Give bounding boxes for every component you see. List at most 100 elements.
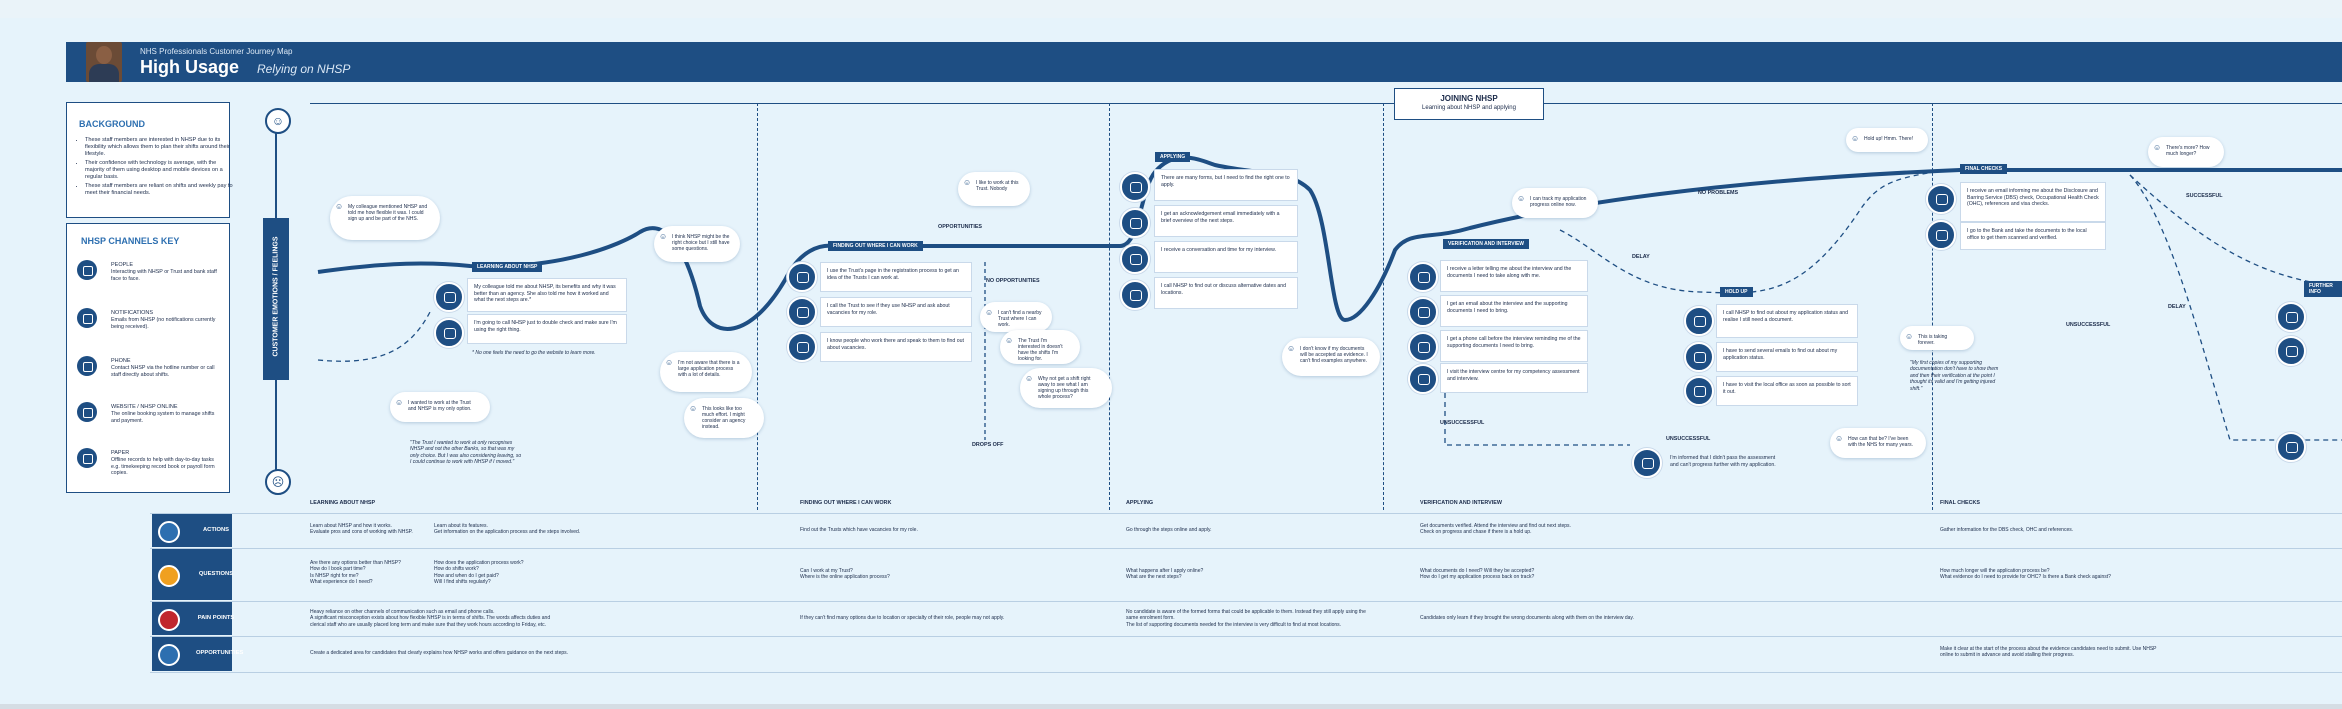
- emotion-cloud: I can't find a nearby Trust where I can …: [980, 302, 1052, 332]
- table-cell: No candidate is aware of the formed form…: [1126, 609, 1366, 628]
- header-title: High Usage: [140, 57, 240, 77]
- touchpoint-card: I receive an email informing me about th…: [1960, 182, 2106, 222]
- header-subtitle: NHS Professionals Customer Journey Map: [140, 47, 293, 56]
- label-unsuccessful: UNSUCCESSFUL: [1666, 436, 1711, 442]
- touchpoint-card: I use the Trust's page in the registrati…: [820, 262, 972, 292]
- joining-title: JOINING NHSP: [1440, 94, 1498, 103]
- table-cell: If they can't find many options due to l…: [800, 615, 1005, 621]
- label-delay: DELAY: [2168, 304, 2186, 310]
- stage-tag-final: FINAL CHECKS: [1960, 164, 2008, 174]
- label-drops-off: DROPS OFF: [972, 442, 1004, 448]
- emotion-cloud: This looks like too much effort. I might…: [684, 398, 764, 438]
- emotion-cloud: I think NHSP might be the right choice b…: [654, 226, 740, 262]
- touchpoint-card: I get an email about the interview and t…: [1440, 295, 1588, 327]
- sad-face-icon: ☹: [265, 469, 291, 495]
- unsuccessful-note: I'm informed that I didn't pass the asse…: [1670, 455, 1776, 468]
- persona-avatar: [86, 42, 122, 82]
- label-unsuccessful: UNSUCCESSFUL: [2066, 322, 2111, 328]
- table-cell: Can I work at my Trust? Where is the onl…: [800, 568, 890, 581]
- emotion-cloud: I wanted to work at the Trust and NHSP i…: [390, 392, 490, 422]
- header-persona: Relying on NHSP: [257, 62, 351, 76]
- stage-divider: [1109, 103, 1110, 510]
- table-cell: Learn about its features. Get informatio…: [434, 523, 581, 536]
- header-bar: [66, 42, 2342, 82]
- emotion-cloud: I don't know if my documents will be acc…: [1282, 338, 1380, 376]
- touchpoint-card: I'm going to call NHSP just to double ch…: [467, 314, 627, 344]
- people-icon: [1632, 448, 1662, 478]
- table-cell: Create a dedicated area for candidates t…: [310, 650, 569, 656]
- bottom-border: [0, 704, 2342, 709]
- table-divider: [150, 672, 2342, 673]
- background-list: These staff members are interested in NH…: [75, 137, 233, 199]
- touchpoint-card: I know people who work there and speak t…: [820, 332, 972, 362]
- stage-divider: [1932, 103, 1933, 510]
- envelope-icon: [1408, 297, 1438, 327]
- laptop-icon: [1120, 172, 1150, 202]
- table-cell: Gather information for the DBS check, OH…: [1940, 527, 2074, 533]
- stage-tag-learning: LEARNING ABOUT NHSP: [472, 262, 543, 272]
- table-cell: Get documents verified. Attend the inter…: [1420, 523, 1571, 536]
- emotion-cloud: Why not get a shift right away to see wh…: [1020, 368, 1112, 408]
- stage-divider: [1383, 103, 1384, 510]
- table-cell: Learn about NHSP and how it works. Evalu…: [310, 523, 413, 536]
- label-opportunities: OPPORTUNITIES: [938, 224, 983, 230]
- laptop-icon: [77, 402, 97, 422]
- background-item: These staff members are reliant on shift…: [85, 183, 233, 197]
- phone-icon: [1120, 280, 1150, 310]
- persona-quote: "The Trust I wanted to work at only reco…: [410, 440, 522, 466]
- table-cell: Heavy reliance on other channels of comm…: [310, 609, 551, 628]
- table-divider: [150, 601, 2342, 602]
- emotion-axis-label: CUSTOMER EMOTIONS / FEELINGS: [263, 218, 289, 380]
- background-item: These staff members are interested in NH…: [85, 137, 233, 158]
- paper-icon: [77, 448, 97, 468]
- table-divider: [150, 548, 2342, 549]
- label-unsuccessful: UNSUCCESSFUL: [1440, 420, 1485, 426]
- people-icon: [1684, 376, 1714, 406]
- touchpoint-card: I call NHSP to find out about my applica…: [1716, 304, 1858, 338]
- column-header: LEARNING ABOUT NHSP: [310, 500, 376, 506]
- phone-icon: [1684, 306, 1714, 336]
- lightbulb-icon: [158, 644, 180, 666]
- joining-subtitle: Learning about NHSP and applying: [1422, 105, 1516, 111]
- touchpoint-card: I receive a conversation and time for my…: [1154, 241, 1298, 273]
- phone-icon: [434, 318, 464, 348]
- question-icon: [158, 565, 180, 587]
- touchpoint-card: I go to the Bank and take the documents …: [1960, 222, 2106, 250]
- checkmark-icon: [158, 521, 180, 543]
- table-cell: How does the application process work? H…: [434, 560, 524, 585]
- emotion-cloud: How can that be? I've been with the NHS …: [1830, 428, 1926, 458]
- table-cell: Find out the Trusts which have vacancies…: [800, 527, 918, 533]
- touchpoint-card: I have to send several emails to find ou…: [1716, 342, 1858, 372]
- paper-icon: [1408, 262, 1438, 292]
- stage-tag-verification: VERIFICATION AND INTERVIEW: [1443, 239, 1530, 249]
- phone-icon: [787, 297, 817, 327]
- column-header: VERIFICATION AND INTERVIEW: [1420, 500, 1502, 506]
- phone-icon: [77, 356, 97, 376]
- envelope-icon: [1120, 208, 1150, 238]
- column-header: FINDING OUT WHERE I CAN WORK: [800, 500, 892, 506]
- people-icon: [77, 260, 97, 280]
- touchpoint-card: There are many forms, but I need to find…: [1154, 169, 1298, 201]
- emotion-cloud: The Trust I'm interested in doesn't have…: [1000, 330, 1080, 364]
- touchpoint-card: I have to visit the local office as soon…: [1716, 376, 1858, 406]
- top-strip: [0, 0, 2342, 18]
- persona-quote: "My first copies of my supporting docume…: [1910, 360, 1999, 392]
- stage-tag-holdup: HOLD UP: [1720, 287, 1753, 297]
- touchpoint-card: I receive a letter telling me about the …: [1440, 260, 1588, 292]
- channels-title: NHSP CHANNELS KEY: [81, 236, 180, 246]
- laptop-icon: [787, 262, 817, 292]
- label-no-opportunities: NO OPPORTUNITIES: [986, 278, 1040, 284]
- stage-divider: [757, 103, 758, 510]
- envelope-icon: [1120, 244, 1150, 274]
- journey-frame-top: [310, 103, 2342, 104]
- emotion-cloud: Hold up! Hmm. There!: [1846, 128, 1928, 152]
- touchpoint-card: I get a phone call before the interview …: [1440, 330, 1588, 362]
- row-header-opportunities: OPPORTUNITIES: [152, 637, 243, 671]
- emotion-cloud: I can track my application progress onli…: [1512, 188, 1598, 218]
